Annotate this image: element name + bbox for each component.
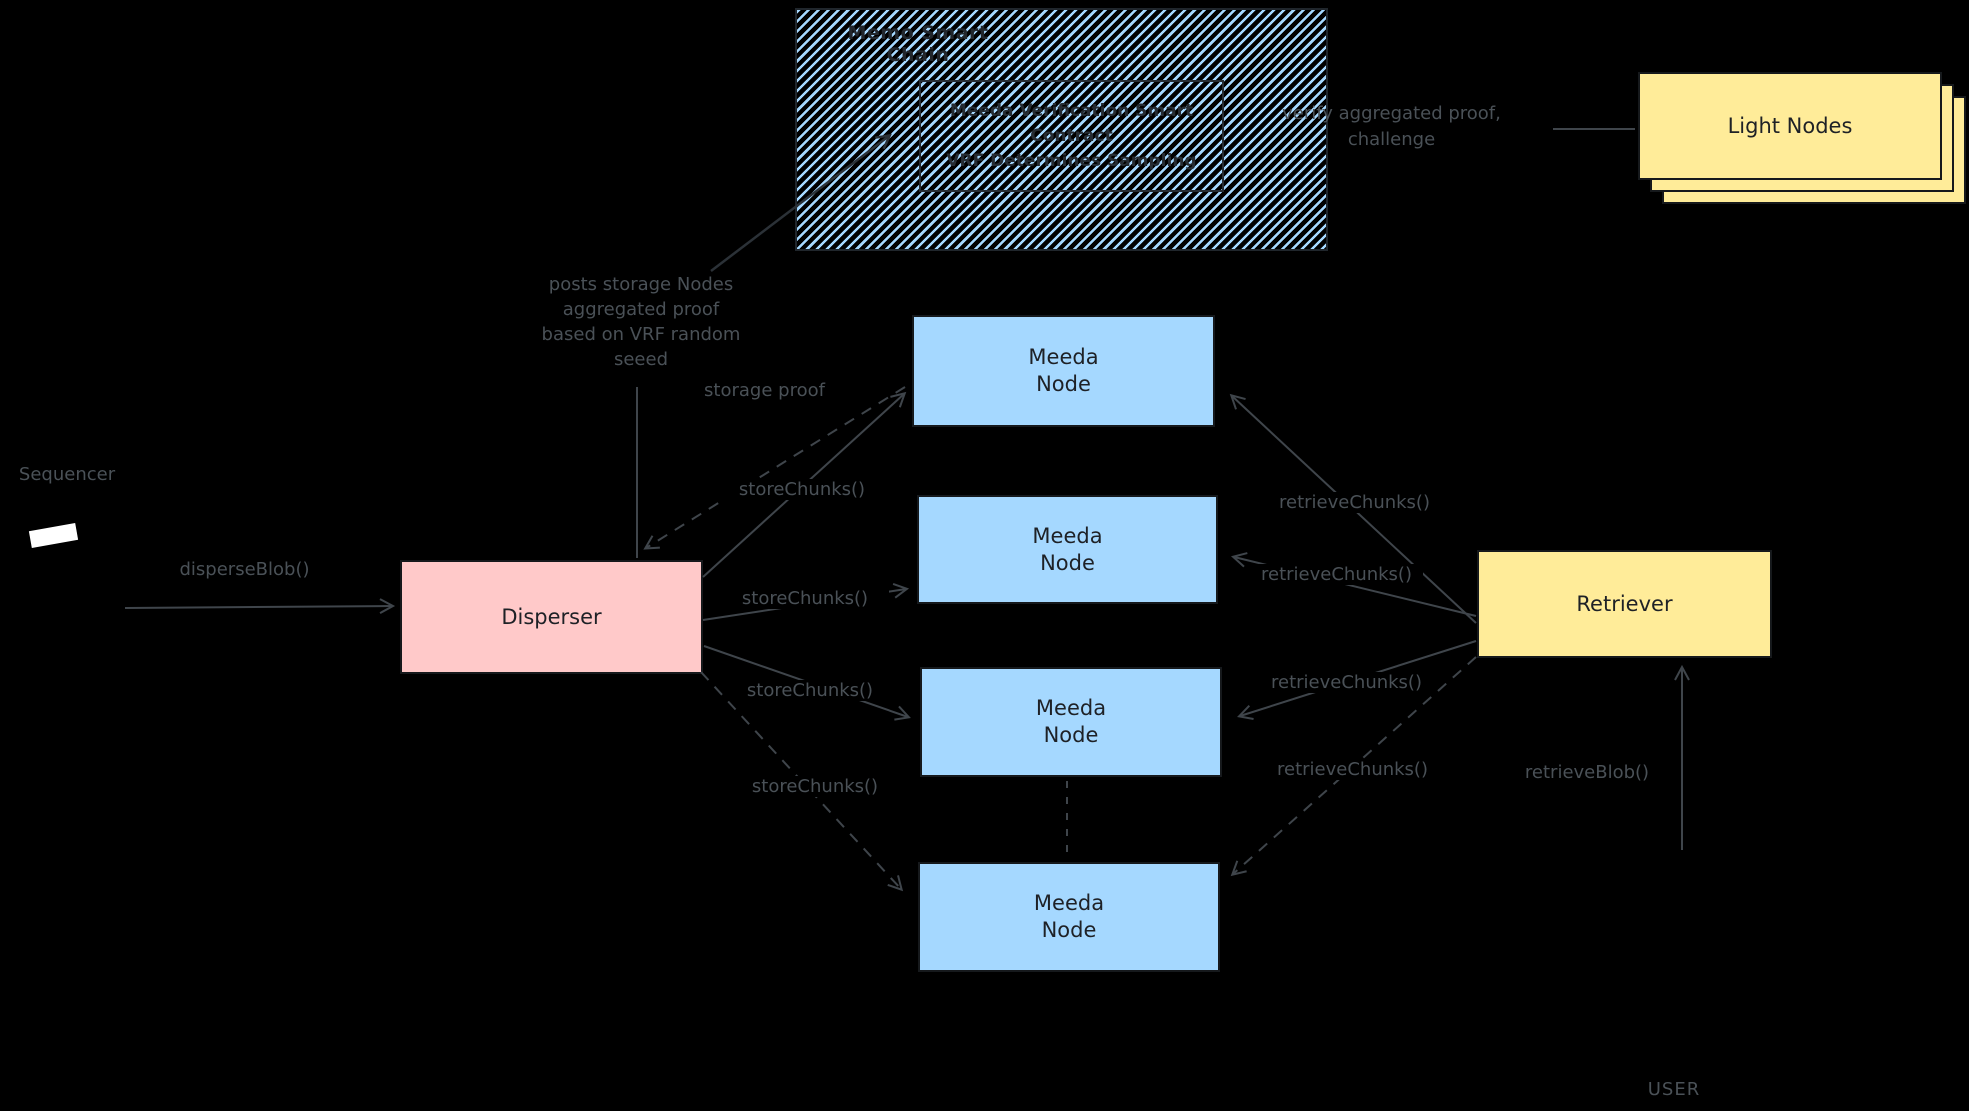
retrieve-chunks-label-1: retrieveChunks() xyxy=(1268,492,1441,513)
arrow-posts-proof-diagonal xyxy=(710,133,892,272)
user-label: USER xyxy=(1647,1079,1701,1100)
retrieve-chunks-label-2: retrieveChunks() xyxy=(1250,564,1423,585)
verify-proof-line: challenge xyxy=(1347,129,1436,150)
meeda-node-box-3: Meeda Node xyxy=(920,667,1222,777)
posts-proof-line: seeed xyxy=(613,349,669,370)
retriever-label: Retriever xyxy=(1576,591,1673,616)
meeda-node-label: Node xyxy=(1036,372,1091,396)
posts-proof-line: aggregated proof xyxy=(562,299,720,320)
meeda-node-label: Meeda xyxy=(1033,891,1105,915)
meeda-node-label: Node xyxy=(1043,723,1099,747)
arrow-storage-proof-dashed xyxy=(643,386,906,550)
retrieve-chunks-label-4: retrieveChunks() xyxy=(1266,759,1439,780)
light-nodes-box: Light Nodes xyxy=(1638,72,1942,180)
meeda-node-label: Node xyxy=(1041,918,1097,942)
meeda-node-box-4: Meeda Node xyxy=(918,862,1220,972)
verify-proof-line: verify aggregated proof, xyxy=(1282,103,1501,124)
sequencer-label: Sequencer xyxy=(18,464,116,485)
light-nodes-label: Light Nodes xyxy=(1727,114,1853,138)
disperser-box: Disperser xyxy=(400,560,703,674)
contract-line: Contract xyxy=(1030,125,1113,146)
retrieve-blob-label: retrieveBlob() xyxy=(1524,762,1650,783)
retrieve-chunks-label-3: retrieveChunks() xyxy=(1260,672,1433,693)
posts-proof-label: posts storage Nodes aggregated proof bas… xyxy=(517,272,765,372)
posts-proof-line: posts storage Nodes xyxy=(548,274,734,295)
meeda-verification-contract-box: Meeda Verification Smart Contract VRF De… xyxy=(919,80,1224,192)
store-chunks-label-1: storeChunks() xyxy=(718,479,886,500)
posts-proof-line: based on VRF random xyxy=(541,324,741,345)
meeda-node-box-1: Meeda Node xyxy=(912,315,1215,427)
contract-line: Meeda Verification Smart xyxy=(949,100,1194,121)
meeda-node-label: Node xyxy=(1040,550,1095,575)
disperser-label: Disperser xyxy=(501,604,602,629)
verify-proof-label: verify aggregated proof, challenge xyxy=(1270,101,1513,153)
store-chunks-label-2: storeChunks() xyxy=(721,588,889,609)
storage-proof-label: storage proof xyxy=(688,380,841,401)
arrow-disperse-blob xyxy=(124,598,396,614)
store-chunks-label-3: storeChunks() xyxy=(726,680,894,701)
meeda-node-label: Meeda xyxy=(1032,523,1103,548)
contract-line: VRF Determines Sampling xyxy=(946,150,1197,171)
memo-smart-chain-title: Memo Smart Chain xyxy=(847,22,989,66)
meeda-node-label: Meeda xyxy=(1035,696,1107,720)
store-chunks-label-4: storeChunks() xyxy=(731,776,899,797)
disperse-blob-label: disperseBlob() xyxy=(158,559,331,580)
meeda-node-label: Meeda xyxy=(1028,345,1099,369)
meeda-node-box-2: Meeda Node xyxy=(917,495,1218,604)
retriever-box: Retriever xyxy=(1477,550,1772,658)
memo-smart-chain-box: Memo Smart Chain Meeda Verification Smar… xyxy=(795,8,1328,251)
